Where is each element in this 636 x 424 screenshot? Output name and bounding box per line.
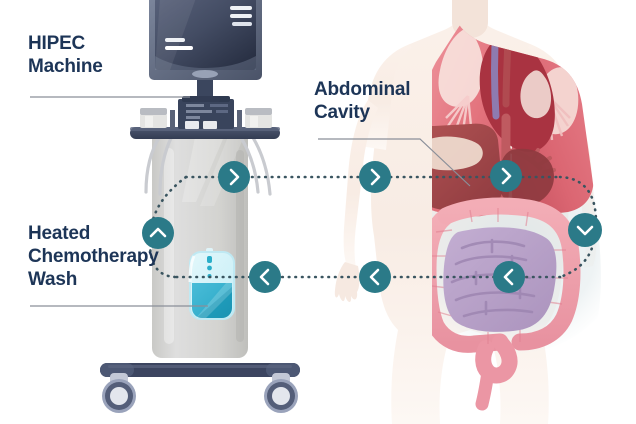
chevron-left-icon <box>503 268 514 286</box>
leader-lines <box>30 96 471 307</box>
caster-right <box>264 373 298 413</box>
label-abdominal-cavity-text: Abdominal Cavity <box>314 79 411 123</box>
flow-marker[interactable] <box>493 261 525 293</box>
machine-tubing <box>144 134 272 196</box>
label-heated-chemotherapy-wash: Heated Chemotherapy Wash <box>28 222 159 291</box>
screen-readout-top <box>230 6 252 26</box>
flow-marker[interactable] <box>359 161 391 193</box>
large-intestine <box>432 197 581 411</box>
label-hipec-machine-text: HIPEC Machine <box>28 33 103 77</box>
leader-line-abdominal <box>318 138 471 187</box>
chevron-up-icon <box>149 227 167 238</box>
canister-right <box>245 108 272 128</box>
pole-left <box>170 110 175 129</box>
canister-left <box>140 108 167 128</box>
flow-marker[interactable] <box>218 161 250 193</box>
chevron-right-icon <box>501 167 512 185</box>
label-abdominal-cavity: Abdominal Cavity <box>314 78 411 124</box>
monitor-stand <box>190 76 220 102</box>
chevron-left-icon <box>369 268 380 286</box>
pole-right <box>237 110 242 129</box>
flow-marker[interactable] <box>249 261 281 293</box>
flow-marker[interactable] <box>568 213 602 247</box>
label-heated-chemotherapy-wash-text: Heated Chemotherapy Wash <box>28 223 159 290</box>
chevron-right-icon <box>370 168 381 186</box>
chevron-down-icon <box>576 225 594 236</box>
iv-bag <box>188 248 235 320</box>
chevron-right-icon <box>229 168 240 186</box>
label-hipec-machine: HIPEC Machine <box>28 32 103 78</box>
liver <box>432 123 503 210</box>
internal-anatomy <box>432 0 601 411</box>
chevron-left-icon <box>259 268 270 286</box>
screen-readout-mid <box>165 38 193 50</box>
caster-left <box>102 373 136 413</box>
machine-monitor <box>149 0 262 80</box>
flow-marker[interactable] <box>490 160 522 192</box>
flow-marker[interactable] <box>142 217 174 249</box>
heart <box>479 34 555 152</box>
flow-marker[interactable] <box>359 261 391 293</box>
